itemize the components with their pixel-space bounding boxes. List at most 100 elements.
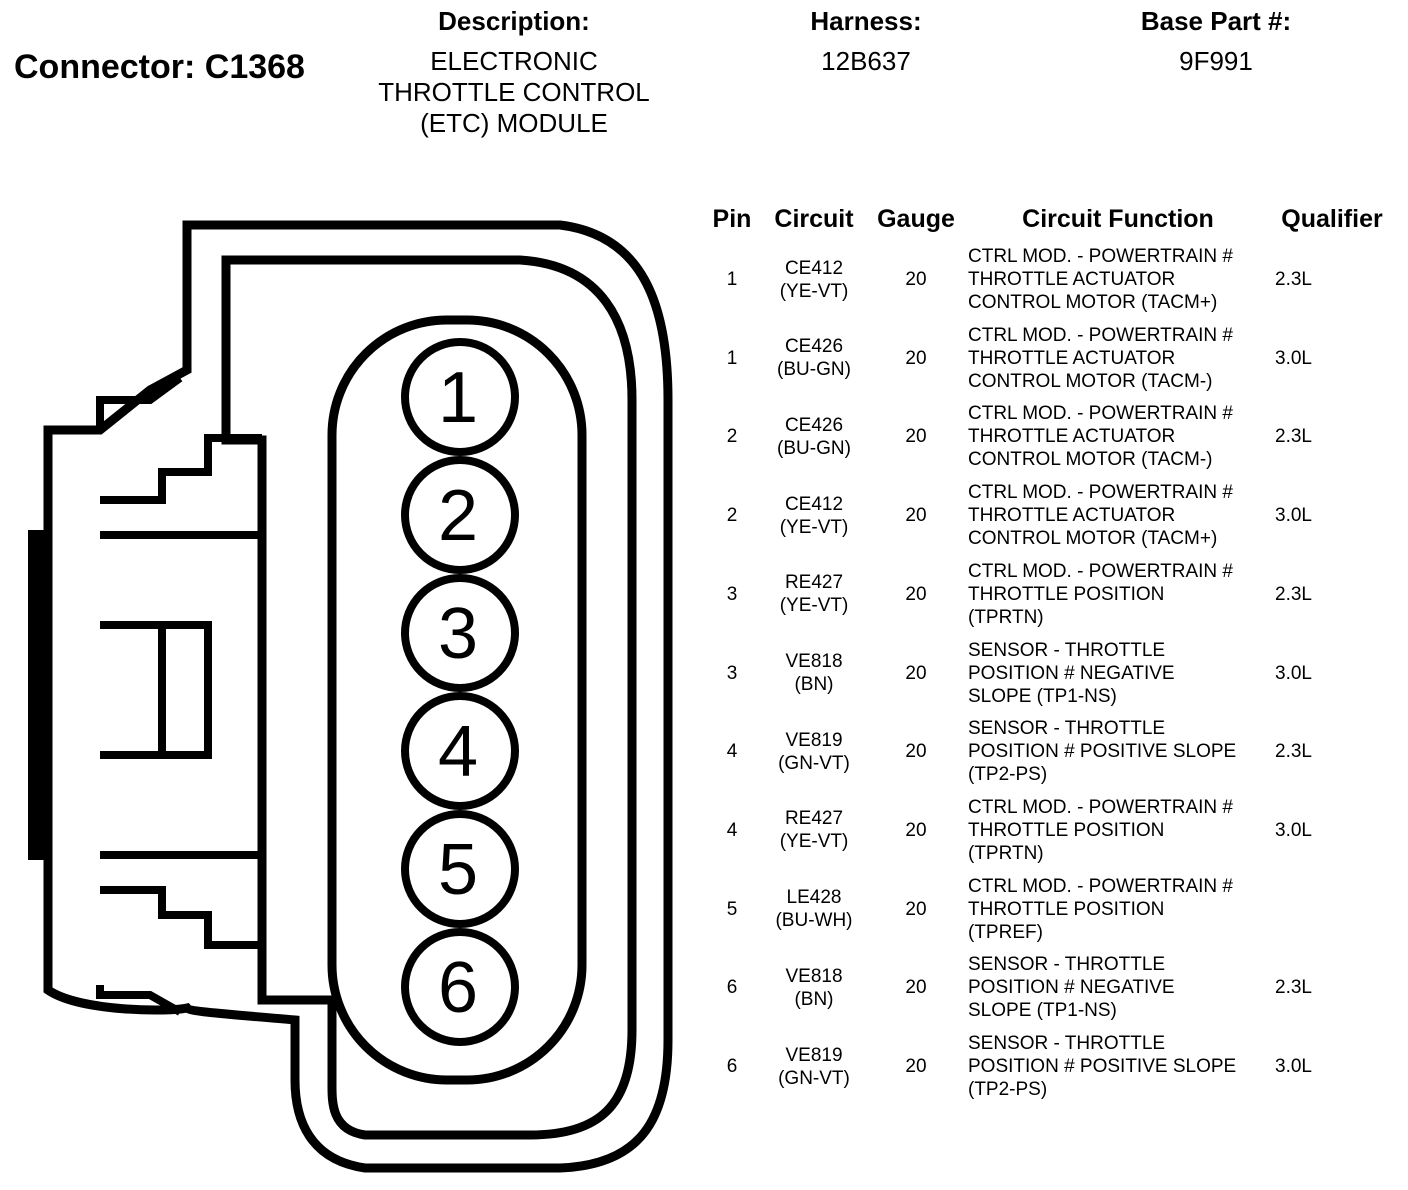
circuit-cell: VE819 (GN-VT) [778,729,850,774]
harness-label: Harness: [810,6,922,36]
qualifier-cell: 3.0L [1275,505,1312,527]
gauge-cell: 20 [905,898,927,920]
pin-circle [401,574,519,692]
base-part-label: Base Part #: [1140,6,1292,36]
column-header-pin: Pin [712,205,752,233]
gauge-cell: 20 [905,426,927,448]
pin-2: 2 [401,456,519,574]
column-header-gauge: Gauge [877,205,955,233]
base-part-value: 9F991 [1179,46,1253,76]
housing-outline [43,220,673,1173]
pin-cell: 1 [726,347,738,369]
pin-1: 1 [401,338,519,456]
qualifier-cell [1275,870,1345,949]
pin-cell: 3 [726,583,738,605]
function-cell: CTRL MOD. - POWERTRAIN # THROTTLE POSITI… [968,796,1233,864]
function-cell: CTRL MOD. - POWERTRAIN # THROTTLE ACTUAT… [968,403,1233,471]
table-row: 6 VE818 (BN) 20 SENSOR - THROTTLE POSITION … [700,948,1400,1027]
inner-housing-line [221,255,637,1140]
function-cell: SENSOR - THROTTLE POSITION # POSITIVE SL… [968,718,1237,786]
pin-4: 4 [401,692,519,810]
gauge-cell: 20 [905,741,927,763]
function-cell: CTRL MOD. - POWERTRAIN # THROTTLE POSITI… [968,560,1233,628]
qualifier-cell: 2.3L [1275,741,1312,763]
gauge-cell: 20 [905,583,927,605]
gauge-cell: 20 [905,347,927,369]
circuit-cell: VE818 (BN) [785,651,843,695]
latch-step-lower [100,886,262,949]
pin-cell: 6 [726,1056,738,1077]
pin-cell: 4 [726,819,738,841]
description-label: Description: [438,6,590,36]
qualifier-cell: 3.0L [1275,819,1312,841]
pin-number-label: 3 [438,594,478,674]
gauge-cell: 20 [905,1056,927,1077]
pin-cell: 6 [726,977,738,999]
function-cell: CTRL MOD. - POWERTRAIN # THROTTLE ACTUAT… [968,246,1233,313]
table-row: 3 VE818 (BN) 20 SENSOR - THROTTLE POSITION … [700,634,1400,713]
function-cell: SENSOR - THROTTLE POSITION # NEGATIVE SL… [968,639,1175,707]
connector-title: Connector: C1368 [14,48,305,86]
gauge-cell: 20 [905,662,927,684]
qualifier-cell: 2.3L [1275,583,1312,605]
table-row: 1 CE412 (YE-VT) 20 CTRL MOD. - POWERTRAIN #… [700,240,1400,319]
pin-cell: 2 [726,426,738,448]
latch-top [96,374,183,430]
table-row: 4 VE819 (GN-VT) 20 SENSOR - THROTTLE POSITI… [700,712,1400,791]
latch-slot [100,621,212,759]
qualifier-cell: 2.3L [1275,426,1312,448]
qualifier-cell: 2.3L [1275,977,1312,999]
pin-cell: 2 [726,505,738,527]
circuit-cell: CE412 (YE-VT) [779,493,849,538]
table-row: 2 CE412 (YE-VT) 20 CTRL MOD. - POWERTRAIN #… [700,476,1400,555]
description-value: ELECTRONIC THROTTLE CONTROL (ETC) MODULE [378,46,650,138]
qualifier-cell: 3.0L [1275,1056,1312,1077]
circuit-cell: CE426 (BU-GN) [777,336,851,381]
pin-cavity [327,315,587,1085]
column-header-qualifier: Qualifier [1281,205,1383,233]
gauge-cell: 20 [905,269,927,290]
pins-group: 1 2 3 4 5 6 [401,338,519,1046]
circuit-cell: RE427 (YE-VT) [779,808,849,853]
pin-circle [401,692,519,810]
pin-3: 3 [401,574,519,692]
pin-number-label: 4 [438,712,478,792]
pin-number-label: 6 [438,948,478,1028]
pin-5: 5 [401,810,519,928]
gauge-cell: 20 [905,977,927,999]
table-row: 4 RE427 (YE-VT) 20 CTRL MOD. - POWERTRAIN #… [700,791,1400,870]
pin-6: 6 [401,928,519,1046]
pin-cell: 4 [726,741,738,763]
pin-cell: 5 [726,898,738,920]
column-header-circuit: Circuit [774,205,854,233]
function-cell: CTRL MOD. - POWERTRAIN # THROTTLE POSITI… [968,875,1233,943]
harness-value: 12B637 [821,46,911,76]
table-row: 1 CE426 (BU-GN) 20 CTRL MOD. - POWERTRAIN #… [700,319,1400,398]
gauge-cell: 20 [905,819,927,841]
qualifier-cell: 2.3L [1275,269,1312,290]
circuit-cell: VE818 (BN) [785,965,843,1010]
latch-bottom [96,985,182,1016]
circuit-cell: CE412 (YE-VT) [779,257,849,302]
pin-cell: 3 [726,662,738,684]
pin-cell: 1 [726,269,738,290]
function-cell: SENSOR - THROTTLE POSITION # NEGATIVE SL… [968,954,1175,1022]
circuit-cell: RE427 (YE-VT) [779,572,849,617]
pin-number-label: 1 [438,358,478,438]
qualifier-cell: 3.0L [1275,662,1312,684]
gauge-cell: 20 [905,505,927,527]
table-row: 3 RE427 (YE-VT) 20 CTRL MOD. - POWERTRAIN #… [700,555,1400,634]
function-cell: SENSOR - THROTTLE POSITION # POSITIVE SL… [968,1033,1237,1100]
function-cell: CTRL MOD. - POWERTRAIN # THROTTLE ACTUAT… [968,482,1233,550]
side-rib [28,530,52,860]
pin-number-label: 2 [438,476,478,556]
pin-circle [401,810,519,928]
pin-circle [401,928,519,1046]
pin-circle [401,456,519,574]
pin-circle [401,338,519,456]
qualifier-cell: 3.0L [1275,347,1312,369]
function-cell: CTRL MOD. - POWERTRAIN # THROTTLE ACTUAT… [968,324,1233,392]
